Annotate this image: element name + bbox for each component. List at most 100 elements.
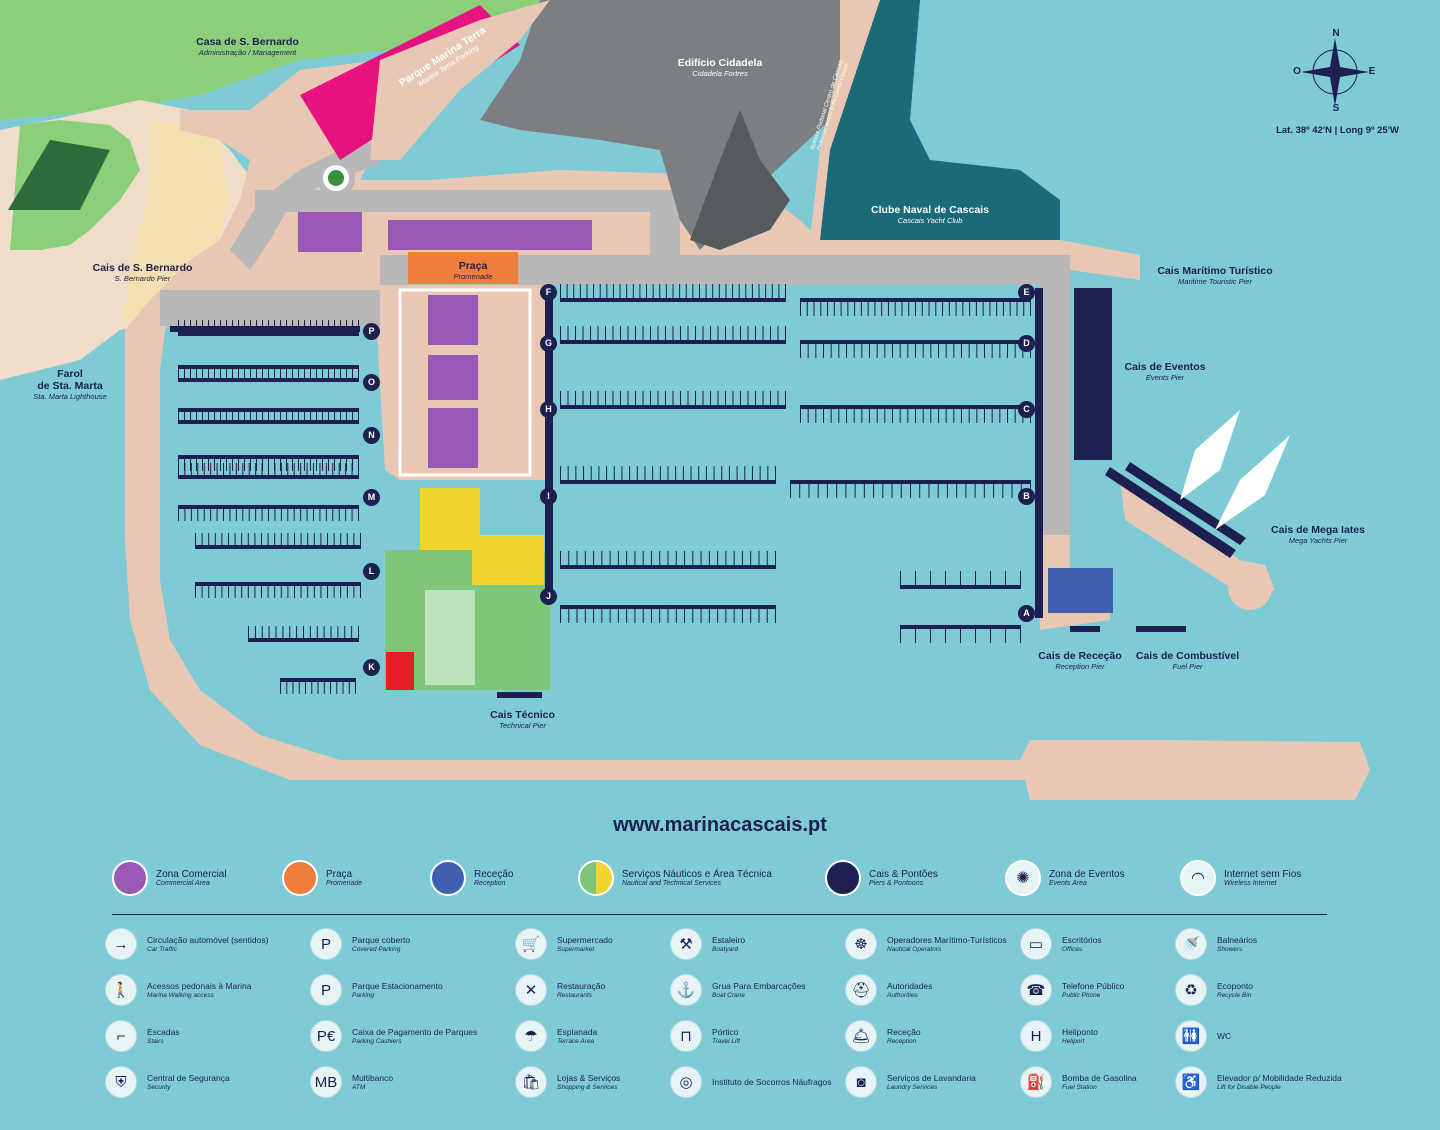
- pier-marker-m[interactable]: M: [363, 489, 380, 506]
- lifebuoy-icon: ◎: [670, 1066, 702, 1098]
- pier-marker-c[interactable]: C: [1018, 401, 1035, 418]
- berth-line: [675, 551, 677, 569]
- terrace-icon: ☂: [515, 1020, 547, 1052]
- berth-line: [938, 405, 939, 423]
- berth-line: [962, 298, 964, 316]
- zone-swatch: [825, 860, 861, 896]
- berth-line: [605, 326, 606, 344]
- berth-line: [261, 626, 263, 642]
- berth-line: [974, 480, 976, 498]
- berth-line: [268, 463, 269, 479]
- zone-title: Cais & Pontões: [869, 869, 938, 880]
- label-cais-tecnico: Cais Técnico Technical Pier: [490, 709, 555, 730]
- berth-line: [741, 551, 743, 569]
- berth-line: [833, 298, 835, 316]
- berth-line: [736, 466, 738, 484]
- berth-line: [254, 533, 256, 549]
- berth-line: [672, 326, 674, 344]
- berth-line: [274, 533, 276, 549]
- berth-line: [882, 480, 884, 498]
- legend-subtitle: Terrace Area: [557, 1037, 595, 1045]
- pier-marker-k[interactable]: K: [363, 659, 380, 676]
- berth-line: [869, 405, 870, 423]
- berth-line: [287, 533, 289, 549]
- pier-marker-e[interactable]: E: [1018, 284, 1035, 301]
- legend-subtitle: Parking Cashiers: [352, 1037, 402, 1045]
- pier-marker-h[interactable]: H: [540, 401, 557, 418]
- pier-marker-n[interactable]: N: [363, 427, 380, 444]
- legend-subtitle: Supermarket: [557, 945, 595, 953]
- legend-title: Parque coberto: [352, 934, 411, 945]
- pier-marker-b[interactable]: B: [1018, 488, 1035, 505]
- berth-line: [197, 505, 199, 521]
- legend-subtitle: Restaurants: [557, 991, 593, 999]
- zone-subtitle: Commercial Area: [156, 880, 210, 887]
- berth-line: [990, 571, 991, 589]
- berth-line: [989, 298, 991, 316]
- berth-line: [930, 625, 931, 643]
- berth-line: [990, 625, 991, 643]
- berth-line: [208, 408, 209, 424]
- berth-line: [322, 366, 323, 382]
- berth-line: [758, 605, 760, 623]
- berth-line: [282, 626, 284, 642]
- berth-line: [750, 605, 752, 623]
- berth-line: [725, 605, 727, 623]
- berth-line: [229, 505, 231, 521]
- compass-coords: Lat. 38º 42'N | Long 9º 25'W: [1276, 125, 1399, 136]
- pier-marker-d[interactable]: D: [1018, 335, 1035, 352]
- berth-line: [845, 480, 847, 498]
- berth-line: [612, 391, 614, 409]
- pier-marker-p[interactable]: P: [363, 323, 380, 340]
- berth-line: [725, 551, 727, 569]
- berth-line: [747, 391, 749, 409]
- legend-title: Serviços de Lavandaria: [887, 1072, 976, 1083]
- berth-line: [597, 326, 599, 344]
- berth-line: [830, 405, 832, 423]
- berth-line: [930, 571, 931, 589]
- berth-line: [214, 366, 215, 382]
- berth-line: [635, 391, 636, 409]
- berth-line: [202, 366, 203, 382]
- pier-marker-a[interactable]: A: [1018, 605, 1035, 622]
- berth-line: [937, 480, 939, 498]
- berth-line: [317, 678, 319, 694]
- berth-line: [320, 533, 322, 549]
- zone-subtitle: Piers & Pontoons: [869, 880, 924, 887]
- pier-marker-l[interactable]: L: [363, 563, 380, 580]
- berth-line: [358, 505, 359, 521]
- berth-line: [214, 408, 215, 424]
- berth-line: [955, 298, 957, 316]
- berth-line: [717, 326, 719, 344]
- website-url[interactable]: www.marinacascais.pt: [613, 814, 827, 836]
- pier-marker-j[interactable]: J: [540, 588, 557, 605]
- pier-marker-g[interactable]: G: [540, 335, 557, 352]
- pier-marker-i[interactable]: I: [540, 488, 557, 505]
- offices-icon: ▭: [1020, 928, 1052, 960]
- berth-line: [234, 533, 236, 549]
- berth-line: [605, 391, 606, 409]
- legend-title: Autoridades: [887, 980, 933, 991]
- berth-line: [334, 366, 335, 382]
- berth-line: [328, 366, 329, 382]
- label-cais-mega: Cais de Mega Iates Mega Yachts Pier: [1271, 524, 1365, 545]
- berth-line: [975, 571, 976, 589]
- legend-subtitle: Boatyard: [712, 945, 739, 953]
- berth-line: [813, 298, 815, 316]
- berth-line: [790, 480, 791, 498]
- berth-line: [293, 505, 295, 521]
- legend-subtitle: Nautical Operators: [887, 945, 942, 953]
- pier-marker-f[interactable]: F: [540, 284, 557, 301]
- berth-line: [876, 405, 878, 423]
- pier-marker-o[interactable]: O: [363, 374, 380, 391]
- berth-line: [1009, 298, 1011, 316]
- helm-icon: ☸: [845, 928, 877, 960]
- berth-line: [582, 391, 584, 409]
- berth-line: [1005, 625, 1006, 643]
- berth-line: [785, 391, 786, 409]
- berth-line: [861, 340, 863, 358]
